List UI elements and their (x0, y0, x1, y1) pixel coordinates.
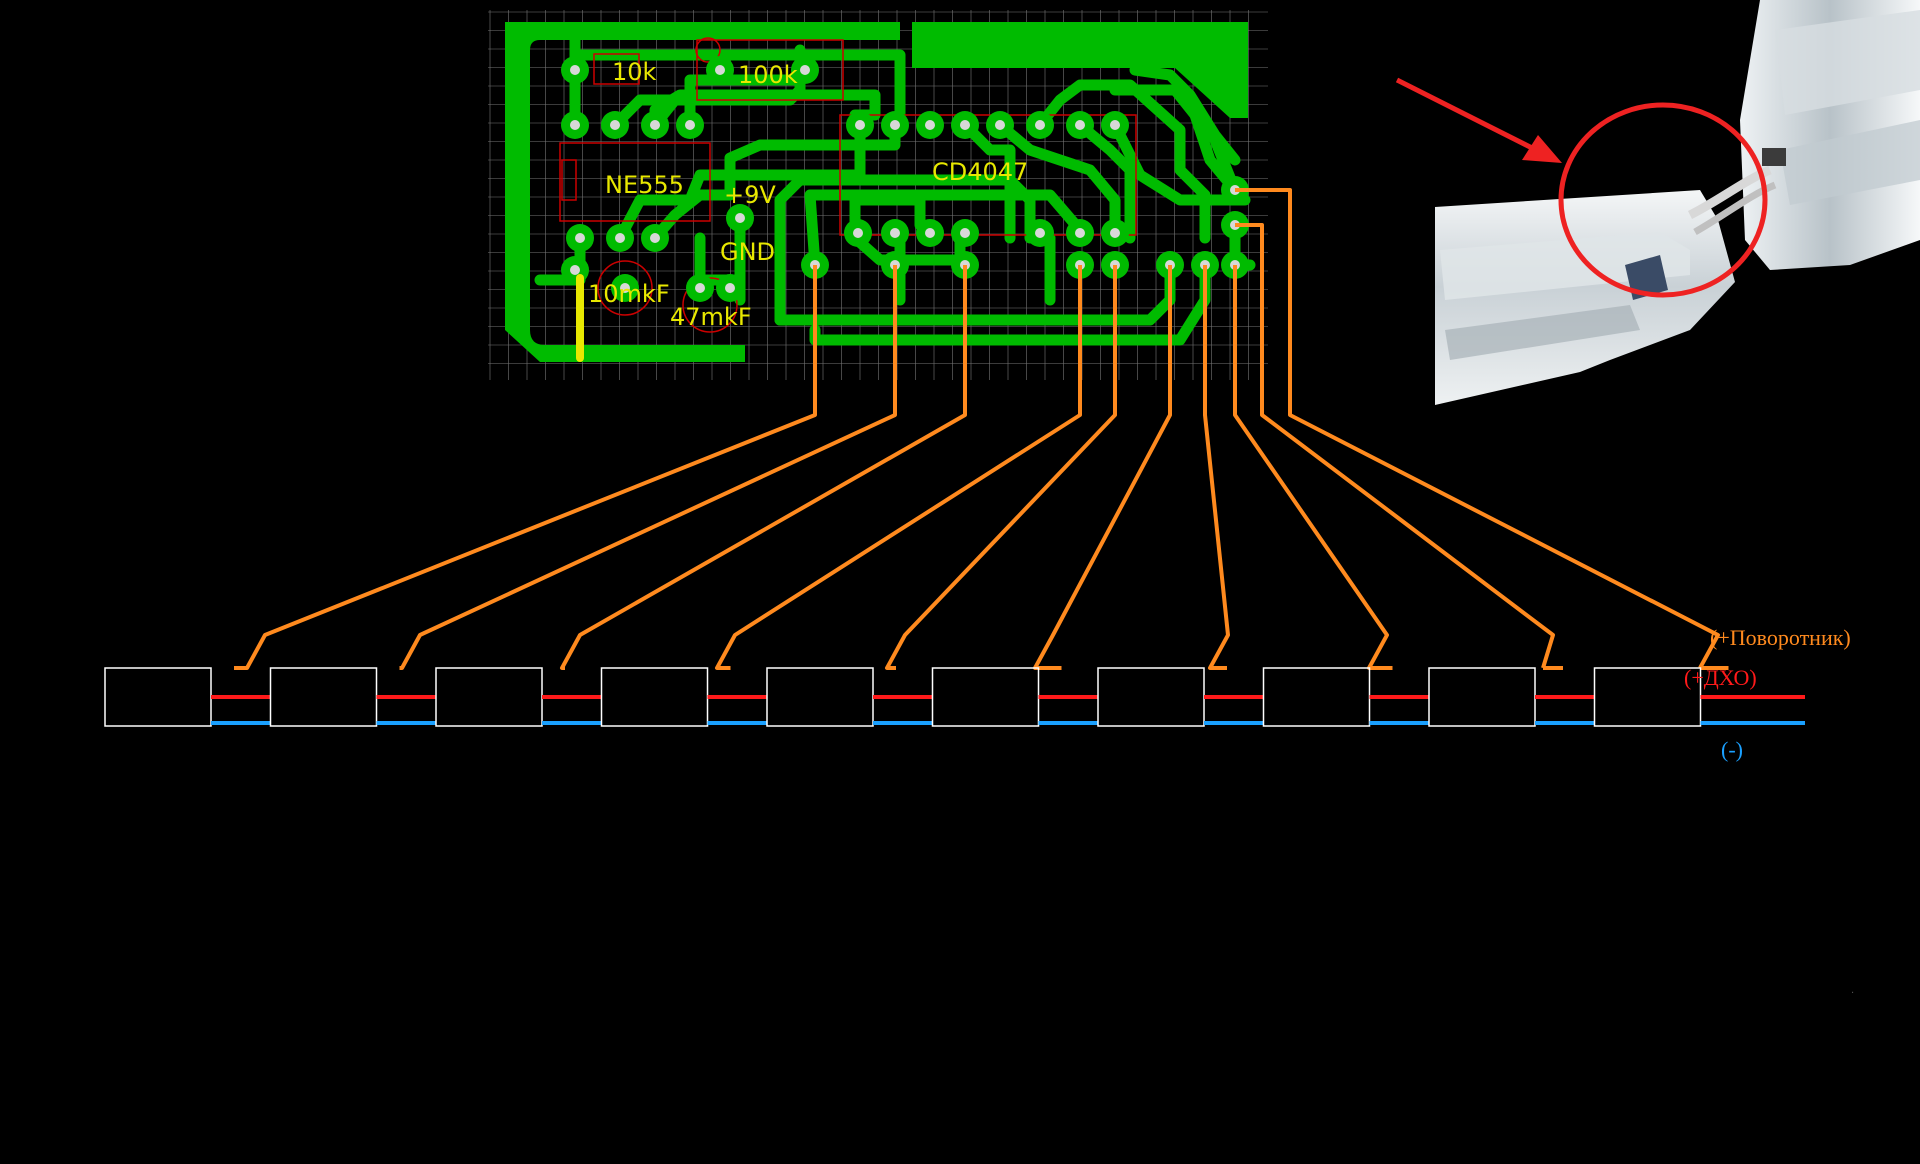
pcb-pad-hole (960, 228, 970, 238)
pcb-pad-hole (960, 120, 970, 130)
led-module (1097, 667, 1205, 727)
pcb-pad-hole (890, 228, 900, 238)
pcb-pad-hole (925, 120, 935, 130)
led-module (104, 667, 212, 727)
pcb-pad-hole (715, 65, 725, 75)
pcb-pad-hole (1035, 120, 1045, 130)
pcb-label-c1: 10mkF (588, 280, 670, 308)
pcb-board: 10k 100k NE555 CD4047 +9V GND 10mkF 47mk… (488, 10, 1268, 380)
signal-wire (1233, 265, 1393, 670)
pcb-pad-hole (1075, 120, 1085, 130)
pcb-pads (561, 56, 1249, 302)
pcb-pad-hole (610, 120, 620, 130)
pcb-component-outlines (559, 37, 1137, 333)
signal-wire (1235, 223, 1555, 669)
pcb-label-gnd: GND (720, 238, 775, 266)
legend-turn-signal: (+Поворотник) (1710, 625, 1851, 650)
pcb-pad-hole (570, 120, 580, 130)
signal-wires (234, 188, 1729, 670)
pcb-label-vplus: +9V (724, 181, 776, 209)
signal-wire (1203, 265, 1230, 670)
pcb-pad-hole (695, 283, 705, 293)
pcb-pad-hole (855, 120, 865, 130)
pcb-pad-hole (735, 213, 745, 223)
pcb-label-ic2: CD4047 (932, 158, 1028, 186)
signal-wire (1033, 265, 1172, 670)
signal-wire (715, 265, 1082, 670)
pcb-label-ic1: NE555 (605, 171, 684, 199)
pcb-pad-hole (1035, 228, 1045, 238)
pcb-pad-hole (853, 228, 863, 238)
led-module (1262, 667, 1371, 727)
pcb-pad-hole (650, 233, 660, 243)
pcb-label-c2: 47mkF (670, 303, 752, 331)
pcb-pad-hole (725, 283, 735, 293)
pcb-traces (534, 34, 1256, 346)
pcb-pad-hole (650, 120, 660, 130)
led-module (269, 667, 378, 727)
pcb-label-r1: 10k (612, 58, 657, 86)
pcb-pad-hole (620, 283, 630, 293)
pcb-pad-hole (575, 233, 585, 243)
led-module (1428, 667, 1536, 727)
signal-wire (234, 265, 817, 670)
legend-drl: (+ДХО) (1684, 665, 1757, 690)
signal-wire (1235, 188, 1720, 669)
signal-wire (560, 265, 967, 670)
legend-negative: (-) (1721, 737, 1743, 762)
pcb-pad-hole (615, 233, 625, 243)
arrow-head-icon (1522, 135, 1562, 163)
pcb-label-r2: 100k (738, 61, 798, 89)
pcb-pad-hole (1075, 228, 1085, 238)
annotation-circle (1558, 102, 1768, 298)
pcb-pad-hole (995, 120, 1005, 130)
corner-mark: . (1851, 985, 1854, 996)
annotation-arrow (1395, 77, 1542, 155)
pcb-pad-hole (890, 120, 900, 130)
pcb-pad-hole (1110, 228, 1120, 238)
pcb-pad-hole (570, 265, 580, 275)
pcb-pad-hole (570, 65, 580, 75)
led-module (931, 667, 1040, 727)
led-module (435, 667, 543, 727)
signal-wire (399, 265, 897, 670)
led-harness (104, 667, 1805, 727)
pcb-top-pour (912, 22, 1248, 118)
pcb-pad-hole (925, 228, 935, 238)
led-module (766, 667, 874, 727)
pcb-pad-hole (685, 120, 695, 130)
pcb-pad-hole (800, 65, 810, 75)
signal-wire (885, 265, 1117, 670)
led-strip-photo (1395, 0, 1920, 405)
led-module (600, 667, 709, 727)
pcb-pad-hole (1110, 120, 1120, 130)
